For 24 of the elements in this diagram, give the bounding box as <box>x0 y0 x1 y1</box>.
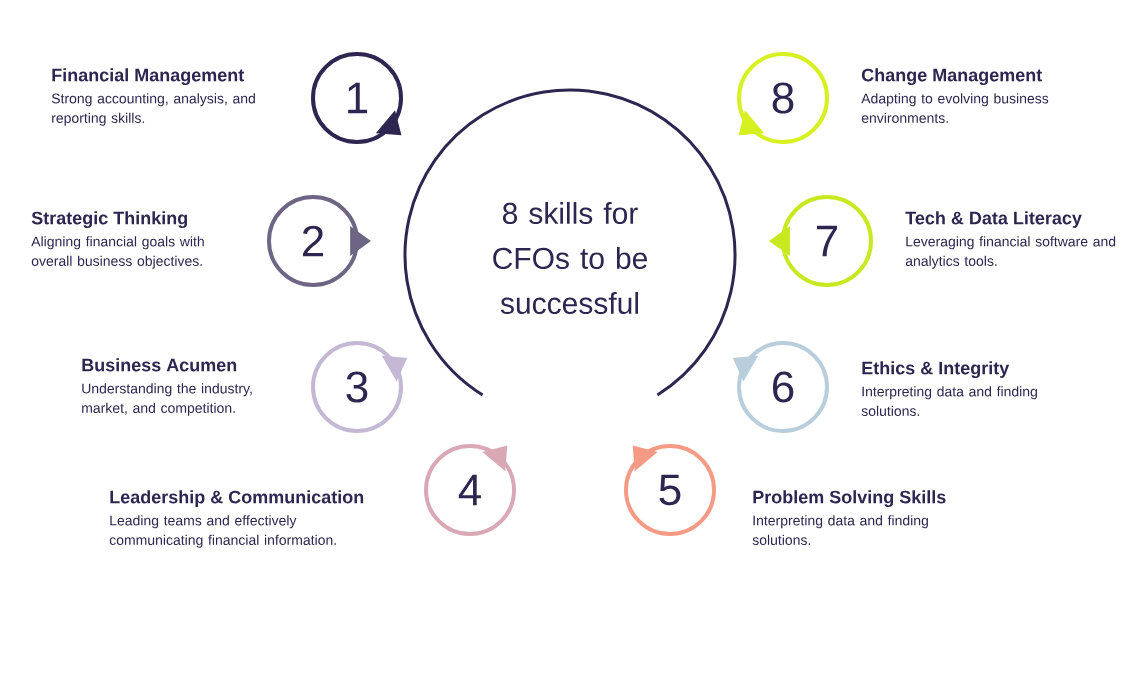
skill-description: Leading teams and effectively communicating financial information. <box>109 515 336 548</box>
number-bubble: 1 <box>311 52 403 144</box>
skill-description: Leveraging financial software and analytics tools. <box>905 236 1116 269</box>
skill-description: Strong accounting, analysis, and reporting skills. <box>51 93 255 126</box>
number-bubble: 6 <box>732 341 829 433</box>
skill-heading: Strategic Thinking <box>31 211 187 229</box>
skill-heading: Leadership & Communication <box>110 490 364 507</box>
skill-heading: Ethics & Integrity <box>862 361 1010 379</box>
number-bubble: 5 <box>624 444 716 536</box>
number-bubble: 3 <box>311 341 408 433</box>
skill-description: Understanding the industry, market, and competition. <box>82 383 252 416</box>
skill-description: Aligning financial goals with overall business objectives. <box>31 236 204 269</box>
number-bubble: 4 <box>424 444 516 536</box>
skill-description: Interpreting data and finding solutions. <box>752 515 928 545</box>
skill-description: Adapting to evolving business environments. <box>861 93 1049 123</box>
skill-heading: Change Management <box>861 68 1042 86</box>
number-bubble: 8 <box>737 52 829 144</box>
skill-heading: Financial Management <box>52 68 244 86</box>
number-bubble: 7 <box>769 195 873 287</box>
number-bubble: 2 <box>267 195 371 287</box>
skill-heading: Business Acumen <box>82 358 237 372</box>
skill-heading: Problem Solving Skills <box>753 490 946 508</box>
skill-description: Interpreting data and finding solutions. <box>861 386 1037 416</box>
skill-heading: Tech & Data Literacy <box>905 211 1082 228</box>
